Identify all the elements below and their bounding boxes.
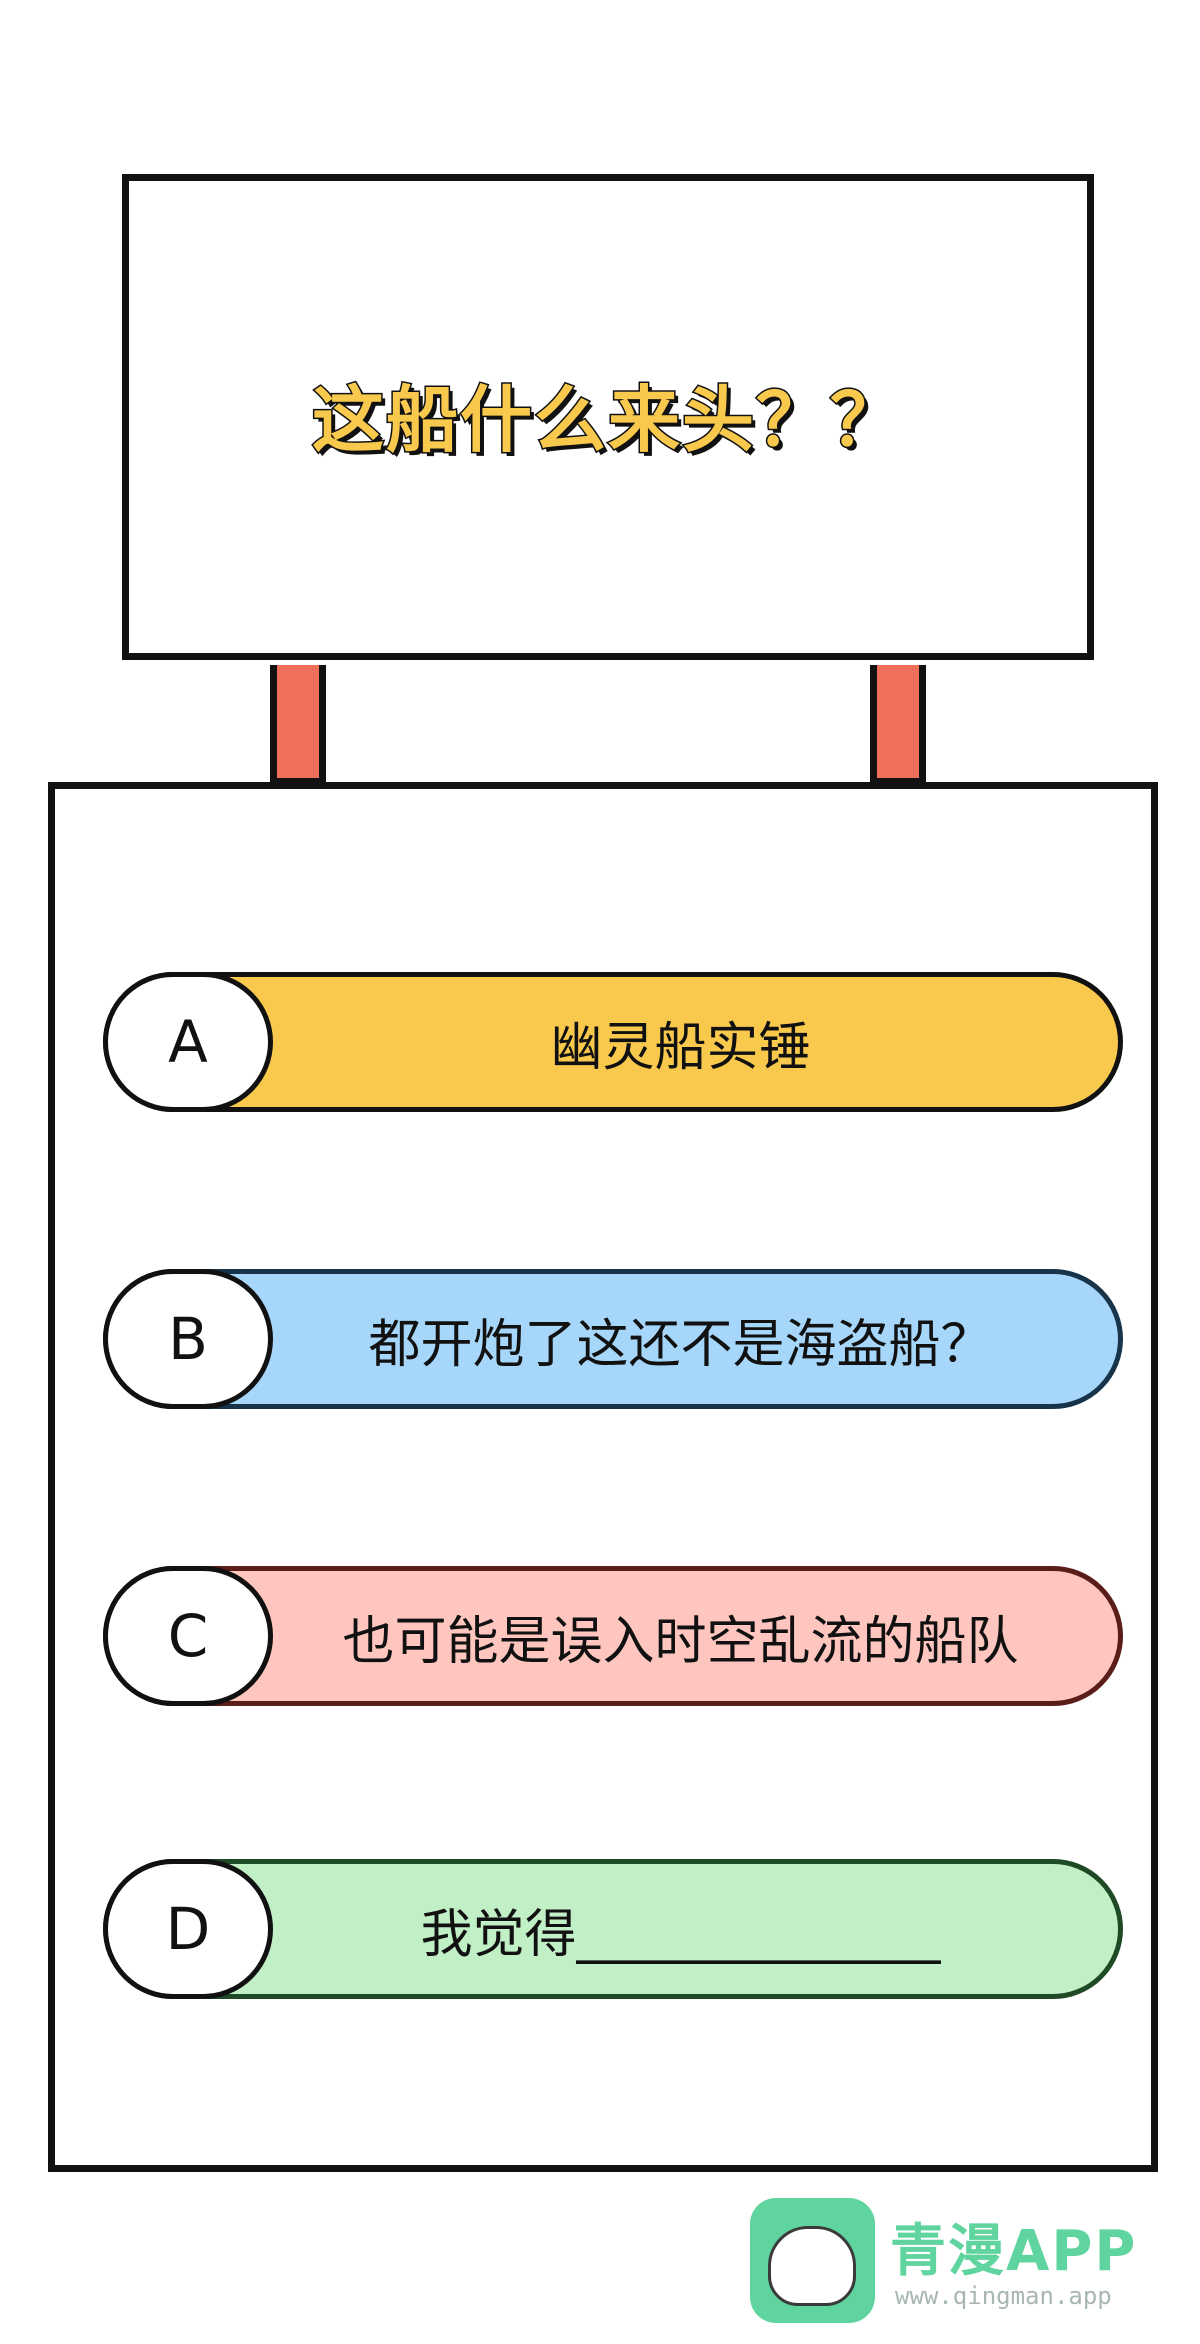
cat-face-icon: [768, 2226, 856, 2306]
option-b-letter: B: [103, 1269, 273, 1409]
option-c[interactable]: C 也可能是误入时空乱流的船队: [103, 1566, 1123, 1706]
watermark-url: www.qingman.app: [895, 2282, 1112, 2310]
option-a[interactable]: A 幽灵船实锤: [103, 972, 1123, 1112]
option-a-letter: A: [103, 972, 273, 1112]
option-d[interactable]: D 我觉得______________: [103, 1859, 1123, 1999]
option-c-text: 也可能是误入时空乱流的船队: [342, 1611, 1019, 1672]
sign-post-left: [270, 665, 326, 785]
question-sign: 这船什么来头？？: [122, 174, 1094, 660]
question-title: 这船什么来头？？: [310, 376, 904, 463]
options-board: A 幽灵船实锤 B 都开炮了这还不是海盗船？ C 也可能是误入时空乱流的船队 D…: [48, 782, 1158, 2172]
option-d-text: 我觉得______________: [420, 1904, 941, 1965]
option-b-text: 都开炮了这还不是海盗船？: [368, 1314, 993, 1375]
option-c-letter: C: [103, 1566, 273, 1706]
option-d-letter: D: [103, 1859, 273, 1999]
watermark-brand: 青漫APP: [890, 2219, 1138, 2284]
option-b[interactable]: B 都开炮了这还不是海盗船？: [103, 1269, 1123, 1409]
cat-logo-icon: [750, 2198, 875, 2323]
sign-post-right: [870, 665, 926, 785]
watermark: 青漫APP www.qingman.app: [750, 2198, 1170, 2328]
option-a-text: 幽灵船实锤: [550, 1017, 811, 1078]
